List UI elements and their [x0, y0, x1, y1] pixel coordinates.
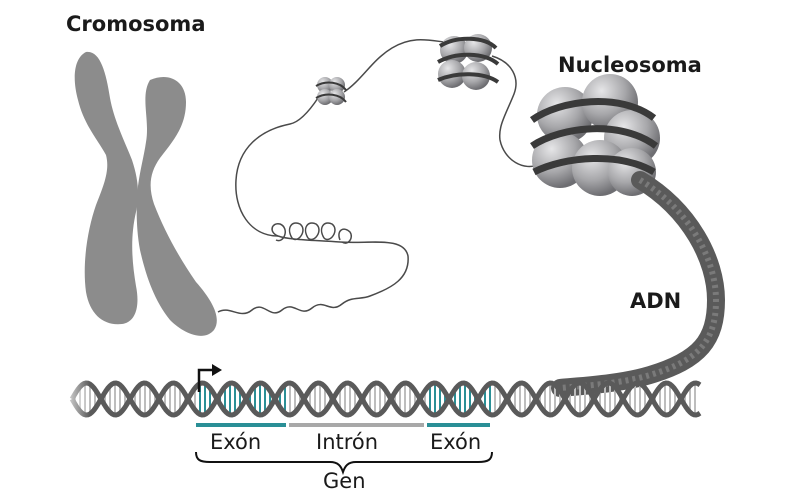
helix-fade [60, 375, 90, 423]
chromosome [74, 51, 217, 336]
dna-ribbon [551, 171, 726, 397]
label-dna: ADN [630, 289, 681, 313]
double-helix [60, 375, 702, 423]
label-chromosome: Cromosoma [66, 12, 205, 36]
large-nucleosome [529, 74, 660, 196]
gene-brace [195, 451, 493, 476]
label-nucleosome: Nucleosoma [558, 53, 702, 77]
exon-bar-1 [196, 423, 286, 427]
label-exon-2: Exón [430, 430, 481, 454]
helix-strand-b [69, 380, 702, 418]
exon-bar-2 [427, 423, 490, 427]
medium-nucleosome [437, 34, 500, 90]
dna-fiber [217, 39, 541, 315]
intron-bar [289, 423, 424, 427]
label-intron: Intrón [316, 430, 378, 454]
label-gene: Gen [323, 469, 366, 493]
label-exon-1: Exón [210, 430, 261, 454]
promoter-arrow-icon [197, 364, 222, 392]
chromosome-right-arm [136, 76, 217, 336]
small-nucleosome [315, 77, 347, 105]
chromosome-left-arm [74, 51, 139, 325]
